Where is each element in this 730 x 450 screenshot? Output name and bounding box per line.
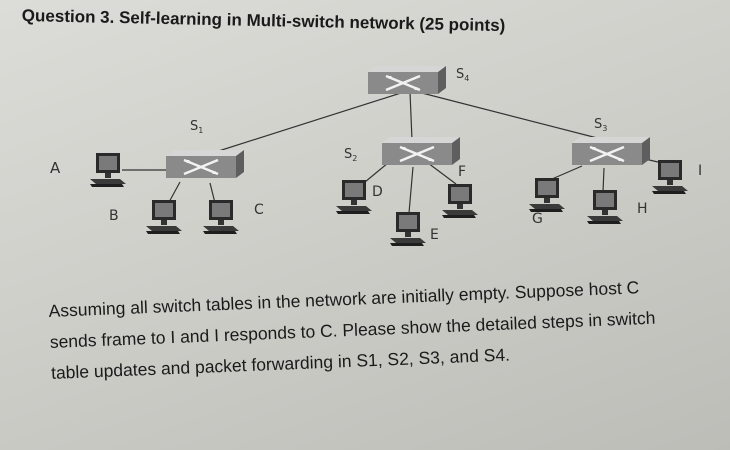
switch-label-s2: S2 <box>344 147 357 163</box>
host-e-computer-icon <box>390 212 426 246</box>
host-label-i: I <box>698 163 702 179</box>
switch-label-s3: S3 <box>594 117 607 133</box>
host-g-computer-icon <box>529 178 565 212</box>
link-s1-c <box>209 182 216 204</box>
switch-label-s1: S1 <box>190 119 203 135</box>
link-s4-s2 <box>409 91 413 141</box>
switch-label-s4: S4 <box>456 67 469 83</box>
host-label-c: C <box>254 202 264 218</box>
host-f-computer-icon <box>442 184 478 218</box>
host-label-e: E <box>430 227 439 243</box>
host-label-b: B <box>109 208 119 224</box>
switch-s4 <box>366 64 448 96</box>
link-s3-h <box>602 167 605 193</box>
switch-s2 <box>380 135 462 167</box>
link-s2-d <box>364 162 389 183</box>
link-s2-e <box>408 166 414 214</box>
host-b-computer-icon <box>146 200 182 234</box>
host-i-computer-icon <box>652 160 688 194</box>
link-s4-s1 <box>205 91 405 156</box>
switch-s1 <box>164 148 246 180</box>
host-label-a: A <box>50 159 61 177</box>
switch-s3 <box>570 135 652 167</box>
host-label-d: D <box>372 184 383 200</box>
link-s4-s3 <box>417 91 606 141</box>
host-a-computer-icon <box>90 153 126 187</box>
host-label-g: G <box>532 211 543 227</box>
host-d-computer-icon <box>336 180 372 214</box>
host-label-f: F <box>458 164 466 180</box>
host-label-h: H <box>637 201 648 217</box>
host-c-computer-icon <box>203 200 239 234</box>
link-s3-g <box>551 165 583 180</box>
link-s2-f <box>427 162 457 185</box>
host-h-computer-icon <box>587 190 623 224</box>
